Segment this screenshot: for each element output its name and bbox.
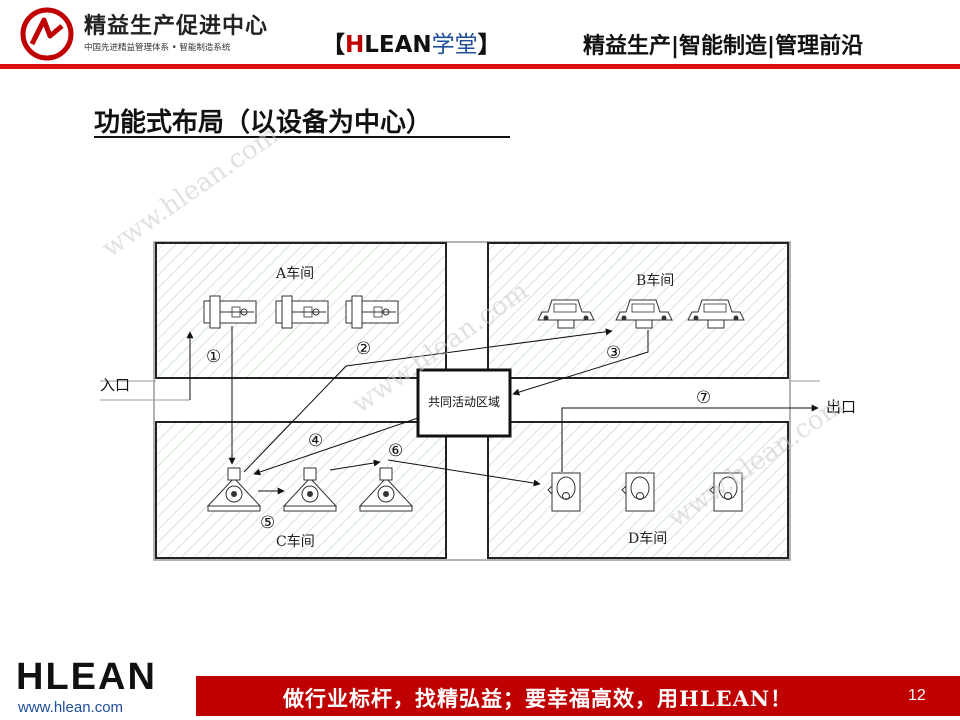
flow-arrow-5b — [329, 459, 381, 471]
step-2-label: ② — [356, 339, 371, 359]
flow-arrow-6 — [387, 459, 541, 487]
hlean-rest: LEAN — [364, 32, 432, 58]
footer-logo: HLEAN — [16, 656, 157, 698]
machine-d-2 — [621, 472, 655, 512]
workshop-d-label: D车间 — [628, 530, 667, 547]
step-5-label: ⑤ — [260, 513, 275, 533]
flow-arrow-4 — [253, 417, 419, 476]
footer-bar — [196, 676, 960, 716]
brand-subtitle: 中国先进精益管理体系 • 智能制造系统 — [84, 43, 231, 53]
header-tagline: 精益生产|智能制造|管理前沿 — [583, 34, 864, 59]
workshop-c-label: C车间 — [276, 533, 315, 550]
step-4-label: ④ — [308, 431, 323, 451]
flow-arrow-2 — [243, 328, 613, 473]
brand-name: 精益生产促进中心 — [84, 14, 269, 39]
brand-logo-icon — [20, 7, 74, 61]
step-7-label: ⑦ — [696, 388, 711, 408]
machine-a-3 — [345, 295, 399, 329]
flow-arrow-3 — [512, 330, 649, 396]
hlean-school-label: 【HLEAN学堂】 — [322, 25, 501, 59]
footer-slogan: 做行业标杆，找精弘益；要幸福高效，用HLEAN！ — [283, 686, 793, 711]
header-divider — [0, 64, 960, 69]
common-area-label: 共同活动区域 — [428, 395, 500, 409]
workshop-a-label: A车间 — [275, 265, 314, 282]
bracket-close: 】 — [477, 32, 501, 58]
footer-url[interactable]: www.hlean.com — [18, 699, 124, 716]
slide-title: 功能式布局（以设备为中心） — [94, 108, 433, 138]
bracket-open: 【 — [322, 32, 345, 58]
hlean-h: H — [345, 32, 365, 58]
step-6-label: ⑥ — [388, 441, 403, 461]
entrance-label: 入口 — [100, 376, 130, 394]
step-1-label: ① — [206, 347, 221, 367]
machine-a-2 — [275, 295, 329, 329]
common-area-box — [416, 368, 512, 438]
hlean-school: 学堂 — [431, 32, 478, 58]
flow-arrow-7 — [561, 404, 819, 472]
header: 精益生产促进中心 中国先进精益管理体系 • 智能制造系统 【HLEAN学堂】 精… — [0, 0, 960, 72]
machine-d-1 — [547, 472, 581, 512]
exit-label: 出口 — [826, 398, 856, 416]
step-3-label: ③ — [606, 343, 621, 363]
title-underline — [94, 136, 510, 138]
workshop-b-label: B车间 — [636, 272, 674, 289]
machine-a-1 — [203, 295, 257, 329]
page-number: 12 — [908, 687, 926, 704]
